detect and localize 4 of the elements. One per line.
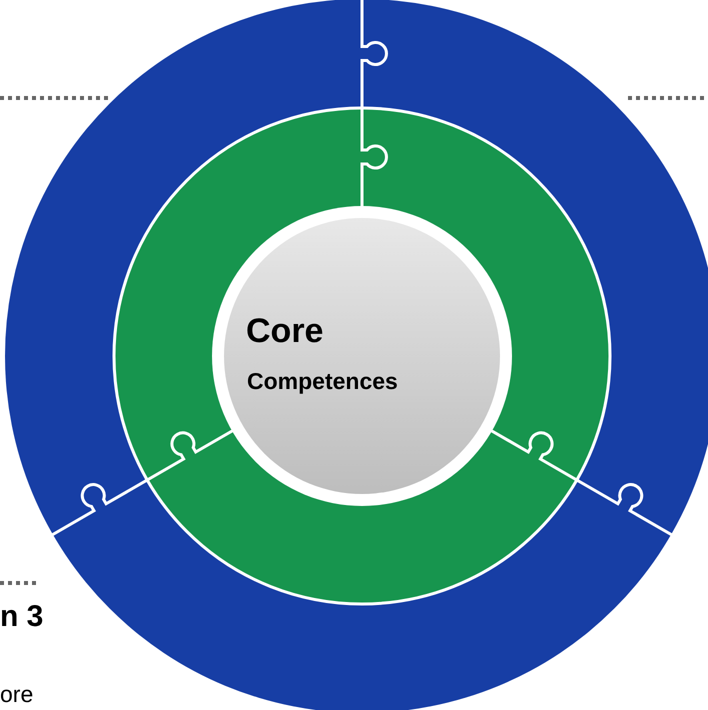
heading: Core xyxy=(246,312,324,351)
cropped-label: ore xyxy=(0,682,34,708)
cropped-label: n 3 xyxy=(0,600,44,633)
subheading: Competences xyxy=(247,368,398,395)
